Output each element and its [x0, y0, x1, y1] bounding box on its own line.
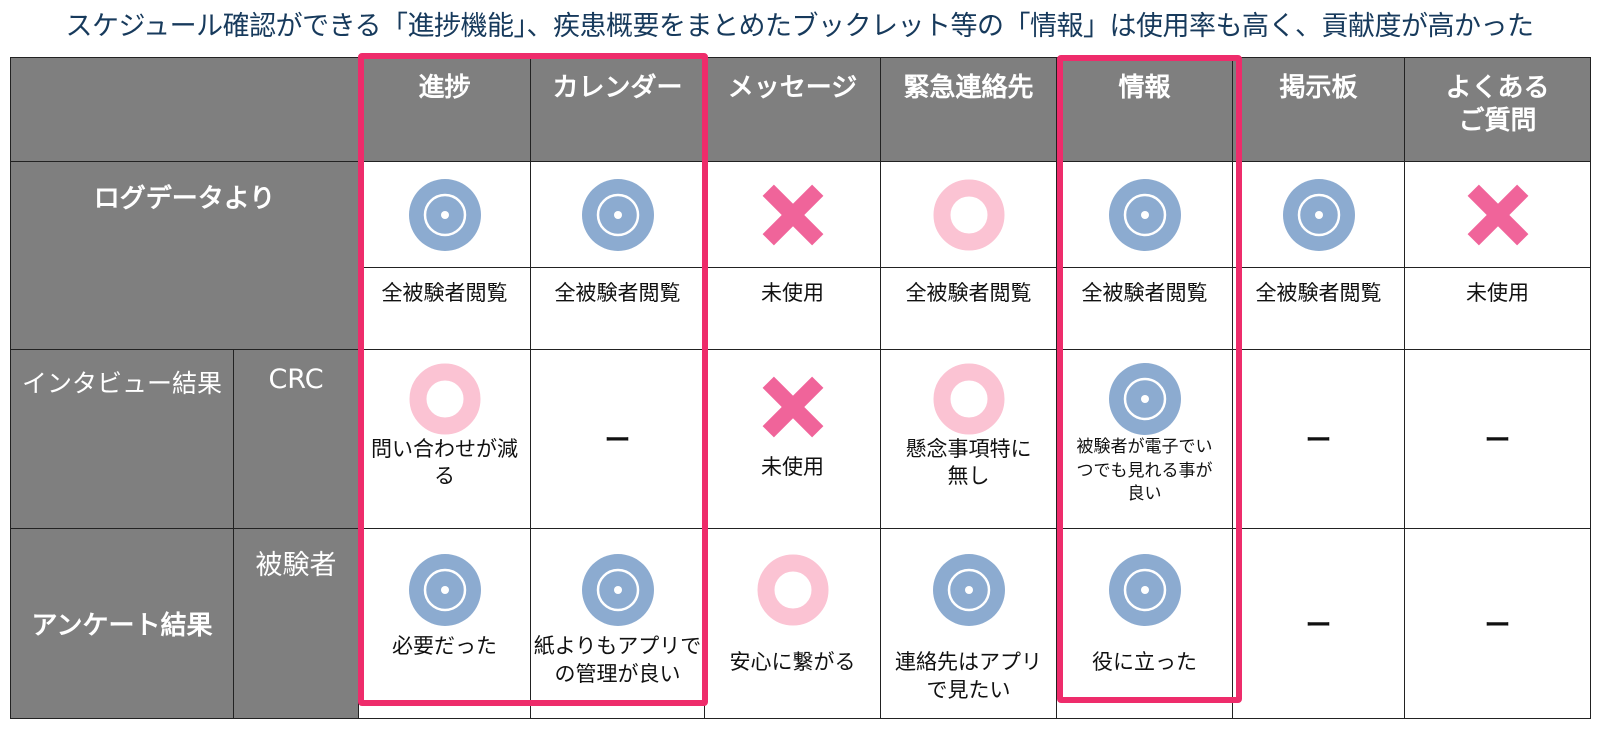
crc-cell-information: 被験者が電子でい つでも見れる事が 良い	[1056, 348, 1233, 530]
subject-cell-progress: 必要だった	[358, 528, 531, 719]
log-symbol-cell	[1232, 161, 1405, 269]
subject-cell-message: 安心に繋がる	[704, 528, 881, 719]
cell-text-line: 紙よりもアプリで	[533, 634, 702, 659]
cell-text-line: 被験者が電子でい	[1076, 436, 1213, 457]
cell-text-line: 良い	[1127, 484, 1162, 505]
double-circle-icon	[1108, 178, 1182, 252]
header-corner-cell	[10, 56, 359, 163]
circle-icon	[932, 178, 1006, 252]
log-symbol-cell	[1056, 161, 1233, 269]
faq-header-line-2: ご質問	[1458, 105, 1537, 136]
cell-text-line: 必要だった	[392, 634, 497, 659]
log-text-cell: 全被験者閲覧	[1056, 267, 1233, 350]
log-text-cell: 全被験者閲覧	[1232, 267, 1405, 350]
double-circle-icon	[581, 553, 655, 627]
row-subheader-crc: CRC	[233, 348, 359, 530]
cell-text-line: 問い合わせが減	[371, 436, 518, 461]
cell-text-line: 懸念事項特に	[905, 436, 1032, 461]
subject-cell-emergency-contact: 連絡先はアプリ で見たい	[880, 528, 1057, 719]
feature-comparison-table: 進捗 カレンダー メッセージ 緊急連絡先 情報 掲示板 よくある ご質問 ログデ…	[10, 56, 1591, 719]
log-text-cell: 全被験者閲覧	[530, 267, 705, 350]
comparison-table-wrapper: 進捗 カレンダー メッセージ 緊急連絡先 情報 掲示板 よくある ご質問 ログデ…	[10, 56, 1591, 719]
double-circle-icon	[581, 178, 655, 252]
crc-cell-emergency-contact: 懸念事項特に 無し	[880, 348, 1057, 530]
column-header-calendar: カレンダー	[530, 56, 705, 163]
cross-icon	[1461, 178, 1535, 252]
log-symbol-cell	[358, 161, 531, 269]
column-header-information: 情報	[1056, 56, 1233, 163]
column-header-emergency-contact: 緊急連絡先	[880, 56, 1057, 163]
circle-icon	[756, 553, 830, 627]
cell-text-line: 役に立った	[1092, 650, 1197, 675]
faq-header-line-1: よくある	[1445, 73, 1550, 103]
log-text-cell: 全被験者閲覧	[880, 267, 1057, 350]
column-header-bulletin-board: 掲示板	[1232, 56, 1405, 163]
cell-text-line: つでも見れる事が	[1076, 460, 1213, 481]
cell-text-line: 安心に繋がる	[729, 650, 856, 675]
subject-cell-information: 役に立った	[1056, 528, 1233, 719]
row-subheader-subject: 被験者	[233, 528, 359, 719]
row-header-log-data: ログデータより	[10, 161, 359, 350]
cross-icon	[756, 370, 830, 444]
cell-text-line: で見たい	[926, 677, 1011, 702]
double-circle-icon	[1282, 178, 1356, 252]
row-header-interview: インタビュー結果	[10, 348, 234, 530]
double-circle-icon	[1108, 362, 1182, 436]
crc-cell-progress: 問い合わせが減 る	[358, 348, 531, 530]
double-circle-icon	[1108, 553, 1182, 627]
double-circle-icon	[408, 553, 482, 627]
log-symbol-cell	[1404, 161, 1591, 269]
crc-cell-calendar: ー	[530, 348, 705, 530]
log-text-cell: 全被験者閲覧	[358, 267, 531, 350]
crc-row: インタビュー結果 CRC 問い合わせが減 る ー 未使用 懸念事項特に 無し 被…	[10, 348, 1591, 530]
crc-cell-faq: ー	[1404, 348, 1591, 530]
log-symbol-row: ログデータより	[10, 161, 1591, 350]
row-header-survey: アンケート結果	[10, 528, 234, 719]
log-text-cell: 未使用	[1404, 267, 1591, 350]
subject-row: アンケート結果 被験者 必要だった 紙よりもアプリで の管理が良い 安心に繋がる…	[10, 528, 1591, 719]
header-row: 進捗 カレンダー メッセージ 緊急連絡先 情報 掲示板 よくある ご質問	[10, 56, 1591, 163]
subject-cell-calendar: 紙よりもアプリで の管理が良い	[530, 528, 705, 719]
circle-icon	[932, 362, 1006, 436]
crc-cell-message: 未使用	[704, 348, 881, 530]
cell-text-line: 無し	[947, 464, 990, 488]
cell-text-line: の管理が良い	[554, 661, 681, 686]
column-header-message: メッセージ	[704, 56, 881, 163]
page-title: スケジュール確認ができる「進捗機能」、疾患概要をまとめたブックレット等の「情報」…	[65, 11, 1534, 42]
log-symbol-cell	[704, 161, 881, 269]
subject-cell-faq: ー	[1404, 528, 1591, 719]
double-circle-icon	[408, 178, 482, 252]
column-header-faq: よくある ご質問	[1404, 56, 1591, 163]
column-header-progress: 進捗	[358, 56, 531, 163]
log-text-cell: 未使用	[704, 267, 881, 350]
cell-text-line: る	[434, 464, 455, 488]
circle-icon	[408, 362, 482, 436]
log-symbol-cell	[530, 161, 705, 269]
subject-cell-bulletin-board: ー	[1232, 528, 1405, 719]
cross-icon	[756, 178, 830, 252]
cell-text-line: 未使用	[761, 454, 824, 479]
crc-cell-bulletin-board: ー	[1232, 348, 1405, 530]
cell-text-line: 連絡先はアプリ	[895, 650, 1042, 675]
log-symbol-cell	[880, 161, 1057, 269]
double-circle-icon	[932, 553, 1006, 627]
